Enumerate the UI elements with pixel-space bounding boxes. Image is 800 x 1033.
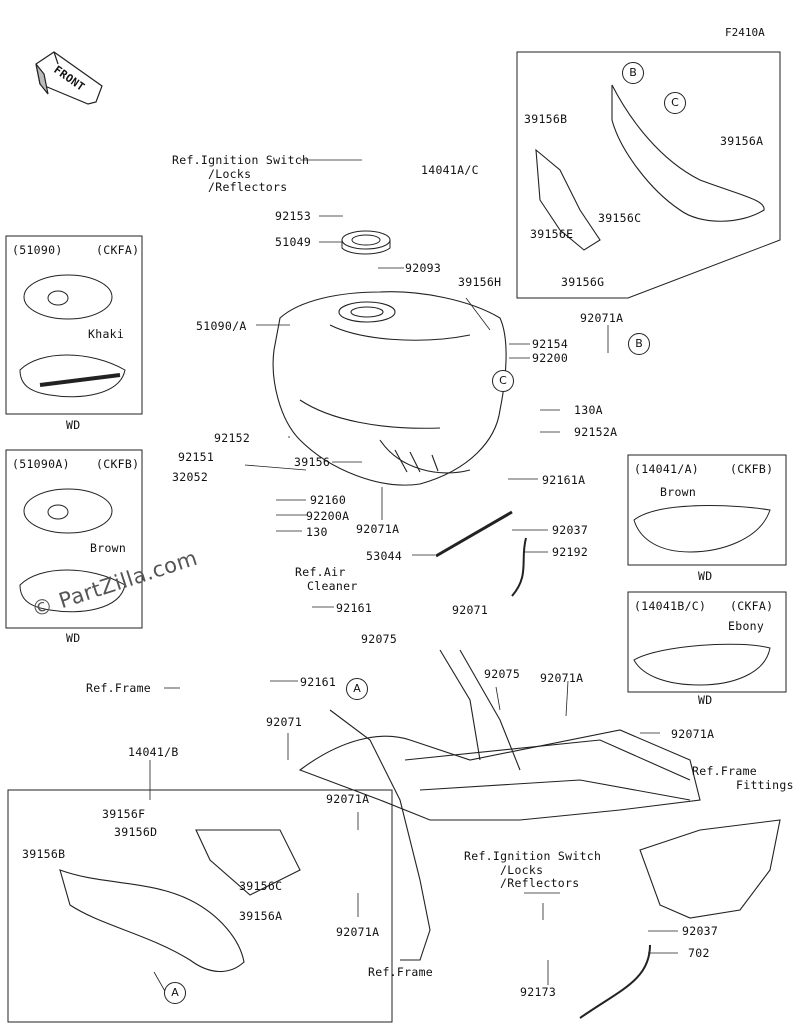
- variant-sketches: [19, 274, 771, 686]
- variant-wd: WD: [66, 418, 81, 432]
- inset-box-14041ac: [516, 51, 781, 299]
- rear-fender-shape: [639, 819, 781, 919]
- figure-code: F2410A: [725, 26, 765, 39]
- part-number[interactable]: 92161: [300, 675, 337, 689]
- part-number[interactable]: 39156B: [22, 847, 66, 861]
- part-number[interactable]: 92071A: [326, 792, 370, 806]
- part-number[interactable]: 92200: [532, 351, 569, 365]
- ref-ignition-switch-top[interactable]: Ref.Ignition Switch /Locks /Reflectors: [172, 153, 310, 194]
- front-arrow-icon: [35, 51, 103, 105]
- variant-wd: WD: [66, 631, 81, 645]
- variant-wd: WD: [698, 693, 713, 707]
- variant-color: Khaki: [88, 327, 125, 341]
- part-number[interactable]: 130: [306, 525, 328, 539]
- part-number[interactable]: 92037: [552, 523, 589, 537]
- variant-box-14041bc: [627, 591, 787, 693]
- part-number[interactable]: 702: [688, 946, 710, 960]
- part-number[interactable]: 92075: [484, 667, 521, 681]
- ref-frame-fittings[interactable]: Ref.Frame Fittings: [692, 764, 794, 792]
- variant-model: (CKFB): [96, 457, 140, 471]
- part-number[interactable]: 39156F: [102, 807, 146, 821]
- ref-air-cleaner[interactable]: Ref.Air Cleaner: [295, 565, 358, 593]
- variant-color: Brown: [90, 541, 127, 555]
- variant-box-51090: [5, 235, 143, 415]
- part-number[interactable]: 92160: [310, 493, 347, 507]
- variant-code: (51090A): [12, 457, 70, 471]
- filler-cap-shape: [341, 230, 391, 255]
- fuel-tank-shape: [272, 291, 507, 486]
- part-number[interactable]: 51090/A: [196, 319, 247, 333]
- variant-model: (CKFA): [96, 243, 140, 257]
- part-number[interactable]: 39156H: [458, 275, 502, 289]
- part-number[interactable]: 92192: [552, 545, 589, 559]
- part-number[interactable]: 92071A: [336, 925, 380, 939]
- part-number[interactable]: 92075: [361, 632, 398, 646]
- part-number[interactable]: 92153: [275, 209, 312, 223]
- callout-c[interactable]: C: [664, 92, 686, 114]
- ref-frame-left[interactable]: Ref.Frame: [86, 681, 152, 695]
- variant-code: (14041/A): [634, 462, 700, 476]
- part-number[interactable]: 32052: [172, 470, 209, 484]
- part-number[interactable]: 39156B: [524, 112, 568, 126]
- variant-box-51090a: [5, 449, 143, 629]
- variant-box-14041a: [627, 454, 787, 566]
- part-number[interactable]: 92173: [520, 985, 557, 999]
- ref-frame-bottom[interactable]: Ref.Frame: [368, 965, 434, 979]
- part-number[interactable]: 92071A: [671, 727, 715, 741]
- part-number[interactable]: 39156: [294, 455, 331, 469]
- variant-wd: WD: [698, 569, 713, 583]
- part-number[interactable]: 51049: [275, 235, 312, 249]
- part-number[interactable]: 92071: [452, 603, 489, 617]
- part-number[interactable]: 92161A: [542, 473, 586, 487]
- variant-model: (CKFA): [730, 599, 774, 613]
- callout-a[interactable]: A: [346, 678, 368, 700]
- variant-model: (CKFB): [730, 462, 774, 476]
- hose-shapes: [435, 510, 651, 1019]
- part-number[interactable]: 39156A: [239, 909, 283, 923]
- part-number[interactable]: 92161: [336, 601, 373, 615]
- part-number[interactable]: 92093: [405, 261, 442, 275]
- part-number[interactable]: 53044: [366, 549, 403, 563]
- side-cover-shape: [59, 829, 301, 973]
- variant-code: (51090): [12, 243, 63, 257]
- part-number[interactable]: 92151: [178, 450, 215, 464]
- part-number[interactable]: 39156E: [530, 227, 574, 241]
- frame-shape: [298, 649, 701, 961]
- part-number[interactable]: 92071A: [540, 671, 584, 685]
- variant-color: Ebony: [728, 619, 765, 633]
- leader-lines: [149, 159, 678, 1001]
- part-number[interactable]: 39156G: [561, 275, 605, 289]
- ref-ignition-switch-bottom[interactable]: Ref.Ignition Switch /Locks /Reflectors: [464, 849, 602, 890]
- part-number[interactable]: 39156C: [239, 879, 283, 893]
- callout-a[interactable]: A: [164, 982, 186, 1004]
- part-number[interactable]: 92071: [266, 715, 303, 729]
- callout-b[interactable]: B: [628, 333, 650, 355]
- part-number[interactable]: 92152: [214, 431, 251, 445]
- part-number[interactable]: 14041A/C: [421, 163, 479, 177]
- part-number[interactable]: 39156D: [114, 825, 158, 839]
- variant-code: (14041B/C): [634, 599, 707, 613]
- part-number[interactable]: 39156C: [598, 211, 642, 225]
- part-number[interactable]: 92154: [532, 337, 569, 351]
- callout-b[interactable]: B: [622, 62, 644, 84]
- top-inset-covers: [535, 84, 765, 251]
- part-number[interactable]: 92071A: [356, 522, 400, 536]
- part-number[interactable]: 14041/B: [128, 745, 179, 759]
- callout-c[interactable]: C: [492, 370, 514, 392]
- part-number[interactable]: 92200A: [306, 509, 350, 523]
- inset-box-14041b: [7, 789, 393, 1023]
- variant-color: Brown: [660, 485, 697, 499]
- part-number[interactable]: 92152A: [574, 425, 618, 439]
- part-number[interactable]: 92037: [682, 924, 719, 938]
- part-number[interactable]: 130A: [574, 403, 603, 417]
- part-number[interactable]: 39156A: [720, 134, 764, 148]
- part-number[interactable]: 92071A: [580, 311, 624, 325]
